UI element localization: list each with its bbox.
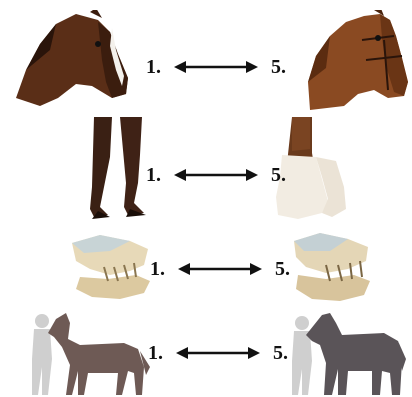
- double-arrow-icon: [174, 55, 258, 79]
- horse-teeth-right-image: [290, 231, 372, 303]
- scale-end-label: 5.: [275, 257, 290, 281]
- scale-start-label: 1.: [146, 55, 161, 79]
- double-arrow-icon: [176, 341, 260, 365]
- double-arrow-icon: [178, 257, 262, 281]
- comparison-scale: 1. 5.: [146, 163, 286, 187]
- horse-head-left-image: [6, 10, 132, 112]
- scale-end-label: 5.: [273, 341, 288, 365]
- scale-end-label: 5.: [271, 55, 286, 79]
- horse-body-left-image: [28, 311, 152, 397]
- row-teeth: 1. 5.: [0, 225, 412, 305]
- double-arrow-icon: [174, 163, 258, 187]
- row-heads: 1. 5.: [0, 0, 412, 115]
- horse-body-right-image: [288, 311, 408, 397]
- row-body: 1. 5.: [0, 305, 412, 394]
- row-legs: 1. 5.: [0, 115, 412, 225]
- horse-head-right-image: [302, 10, 410, 114]
- scale-start-label: 1.: [150, 257, 165, 281]
- comparison-scale: 1. 5.: [146, 55, 286, 79]
- scale-start-label: 1.: [148, 341, 163, 365]
- horse-teeth-left-image: [70, 231, 152, 301]
- comparison-scale: 1. 5.: [150, 257, 290, 281]
- scale-end-label: 5.: [271, 163, 286, 187]
- comparison-scale: 1. 5.: [148, 341, 288, 365]
- scale-start-label: 1.: [146, 163, 161, 187]
